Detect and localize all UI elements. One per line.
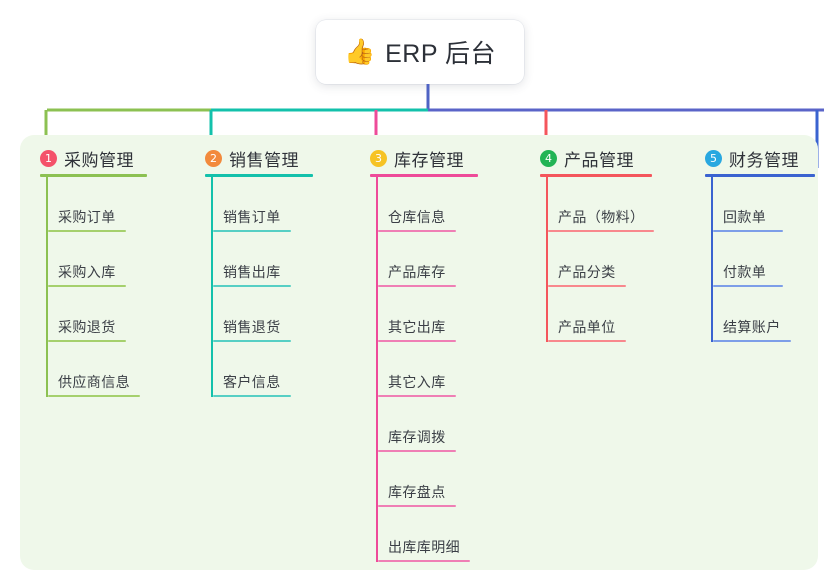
root-node-label: ERP 后台 [385, 40, 497, 68]
leaf-node[interactable]: 销售出库 [205, 261, 350, 287]
leaf-node[interactable]: 库存盘点 [370, 481, 510, 507]
leaf-node-label: 库存调拨 [388, 429, 446, 445]
leaf-node[interactable]: 付款单 [705, 261, 838, 287]
leaf-node-label: 其它出库 [388, 319, 446, 335]
leaf-node[interactable]: 采购订单 [40, 206, 188, 232]
branch-title: 产品管理 [564, 151, 634, 170]
leaf-node[interactable]: 销售退货 [205, 316, 350, 342]
branch-spine [211, 174, 213, 397]
branch-spine [46, 174, 48, 397]
leaf-node-rule [378, 230, 456, 232]
leaf-node-rule [378, 505, 456, 507]
leaf-node[interactable]: 结算账户 [705, 316, 838, 342]
leaf-node-label: 销售出库 [223, 264, 281, 280]
leaf-node[interactable]: 供应商信息 [40, 371, 188, 397]
leaf-node-rule [213, 230, 291, 232]
leaf-node[interactable]: 回款单 [705, 206, 838, 232]
branch-header-2[interactable]: 2 销售管理 [205, 146, 299, 171]
leaf-node[interactable]: 采购退货 [40, 316, 188, 342]
leaf-node-rule [713, 230, 783, 232]
leaf-node-label: 产品（物料） [558, 209, 645, 225]
leaf-node-label: 销售退货 [223, 319, 281, 335]
leaf-node-label: 客户信息 [223, 374, 281, 390]
leaf-node-label: 产品库存 [388, 264, 446, 280]
branch-title: 采购管理 [64, 151, 134, 170]
branch-header-5[interactable]: 5 财务管理 [705, 146, 799, 171]
leaf-node[interactable]: 产品（物料） [540, 206, 688, 232]
branch-number-badge: 2 [205, 150, 222, 167]
branch-header-rule [705, 174, 815, 177]
branch-header-rule [40, 174, 147, 177]
leaf-node-label: 采购订单 [58, 209, 116, 225]
branches-panel [20, 135, 818, 570]
leaf-node-label: 出库库明细 [388, 539, 460, 555]
leaf-node-label: 供应商信息 [58, 374, 130, 390]
branch-header-rule [370, 174, 478, 177]
leaf-node-rule [48, 395, 140, 397]
branch-spine [376, 174, 378, 562]
leaf-node-rule [378, 560, 470, 562]
branch-title: 销售管理 [229, 151, 299, 170]
leaf-node[interactable]: 产品库存 [370, 261, 510, 287]
leaf-node-label: 采购退货 [58, 319, 116, 335]
root-node-card[interactable]: 👍 ERP 后台 [316, 20, 524, 84]
branch-header-rule [205, 174, 313, 177]
leaf-node-label: 仓库信息 [388, 209, 446, 225]
leaf-node[interactable]: 销售订单 [205, 206, 350, 232]
branch-spine [546, 174, 548, 342]
branch-number-badge: 1 [40, 150, 57, 167]
branch-header-4[interactable]: 4 产品管理 [540, 146, 634, 171]
branch-header-rule [540, 174, 652, 177]
leaf-node[interactable]: 其它入库 [370, 371, 510, 397]
leaf-node-rule [48, 340, 126, 342]
thumbs-up-emoji: 👍 [343, 37, 376, 66]
leaf-node-label: 付款单 [723, 264, 767, 280]
leaf-node-label: 回款单 [723, 209, 767, 225]
branch-title: 库存管理 [394, 151, 464, 170]
branch-number-badge: 5 [705, 150, 722, 167]
leaf-node-rule [548, 230, 654, 232]
leaf-node-rule [378, 340, 456, 342]
leaf-node-label: 产品单位 [558, 319, 616, 335]
leaf-node-rule [213, 340, 291, 342]
root-node-content: 👍 ERP 后台 [344, 34, 496, 70]
leaf-node-label: 销售订单 [223, 209, 281, 225]
leaf-node-rule [713, 340, 791, 342]
leaf-node-rule [713, 285, 783, 287]
leaf-node[interactable]: 采购入库 [40, 261, 188, 287]
leaf-node-rule [48, 285, 126, 287]
branch-header-3[interactable]: 3 库存管理 [370, 146, 464, 171]
leaf-node[interactable]: 库存调拨 [370, 426, 510, 452]
leaf-node-label: 结算账户 [723, 319, 781, 335]
leaf-node[interactable]: 出库库明细 [370, 536, 510, 562]
branch-number-badge: 3 [370, 150, 387, 167]
branch-header-1[interactable]: 1 采购管理 [40, 146, 134, 171]
leaf-node[interactable]: 其它出库 [370, 316, 510, 342]
leaf-node-rule [548, 340, 626, 342]
leaf-node[interactable]: 仓库信息 [370, 206, 510, 232]
leaf-node-rule [548, 285, 626, 287]
leaf-node-rule [378, 285, 456, 287]
leaf-node-rule [213, 395, 291, 397]
leaf-node-label: 库存盘点 [388, 484, 446, 500]
leaf-node-label: 产品分类 [558, 264, 616, 280]
branch-title: 财务管理 [729, 151, 799, 170]
leaf-node-rule [213, 285, 291, 287]
leaf-node-rule [378, 450, 456, 452]
leaf-node-rule [48, 230, 126, 232]
leaf-node-label: 采购入库 [58, 264, 116, 280]
leaf-node[interactable]: 产品分类 [540, 261, 688, 287]
leaf-node-rule [378, 395, 456, 397]
branch-number-badge: 4 [540, 150, 557, 167]
branch-spine [711, 174, 713, 342]
leaf-node[interactable]: 产品单位 [540, 316, 688, 342]
leaf-node[interactable]: 客户信息 [205, 371, 350, 397]
leaf-node-label: 其它入库 [388, 374, 446, 390]
